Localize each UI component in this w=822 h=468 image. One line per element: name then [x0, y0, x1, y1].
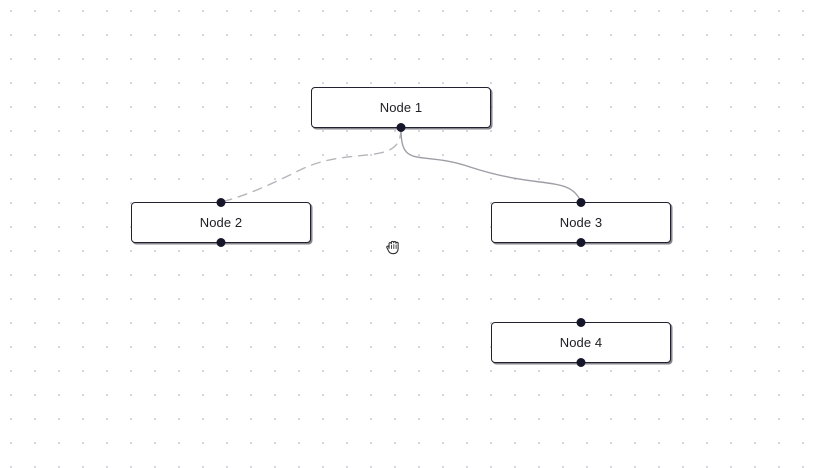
connection-handle-top[interactable]	[576, 198, 586, 207]
connection-handle-bottom[interactable]	[216, 238, 226, 247]
connection-handle-top[interactable]	[216, 198, 226, 207]
flow-node-node-4[interactable]: Node 4	[491, 318, 671, 367]
flow-node-node-1[interactable]: Node 1	[311, 87, 491, 132]
connection-handle-bottom[interactable]	[396, 123, 406, 132]
grab-hand-cursor	[386, 240, 399, 255]
connection-handle-top[interactable]	[576, 318, 586, 327]
edge-node-1-to-node-3[interactable]	[400, 128, 582, 203]
connection-handle-bottom[interactable]	[576, 238, 586, 247]
flow-node-node-2[interactable]: Node 2	[131, 198, 311, 247]
flow-node-node-3[interactable]: Node 3	[491, 198, 671, 247]
node-label: Node 2	[199, 215, 243, 230]
edge-node-1-to-node-2[interactable]	[220, 128, 402, 203]
connection-handle-bottom[interactable]	[576, 358, 586, 367]
node-label: Node 1	[379, 100, 423, 115]
node-label: Node 4	[559, 335, 603, 350]
node-label: Node 3	[559, 215, 603, 230]
